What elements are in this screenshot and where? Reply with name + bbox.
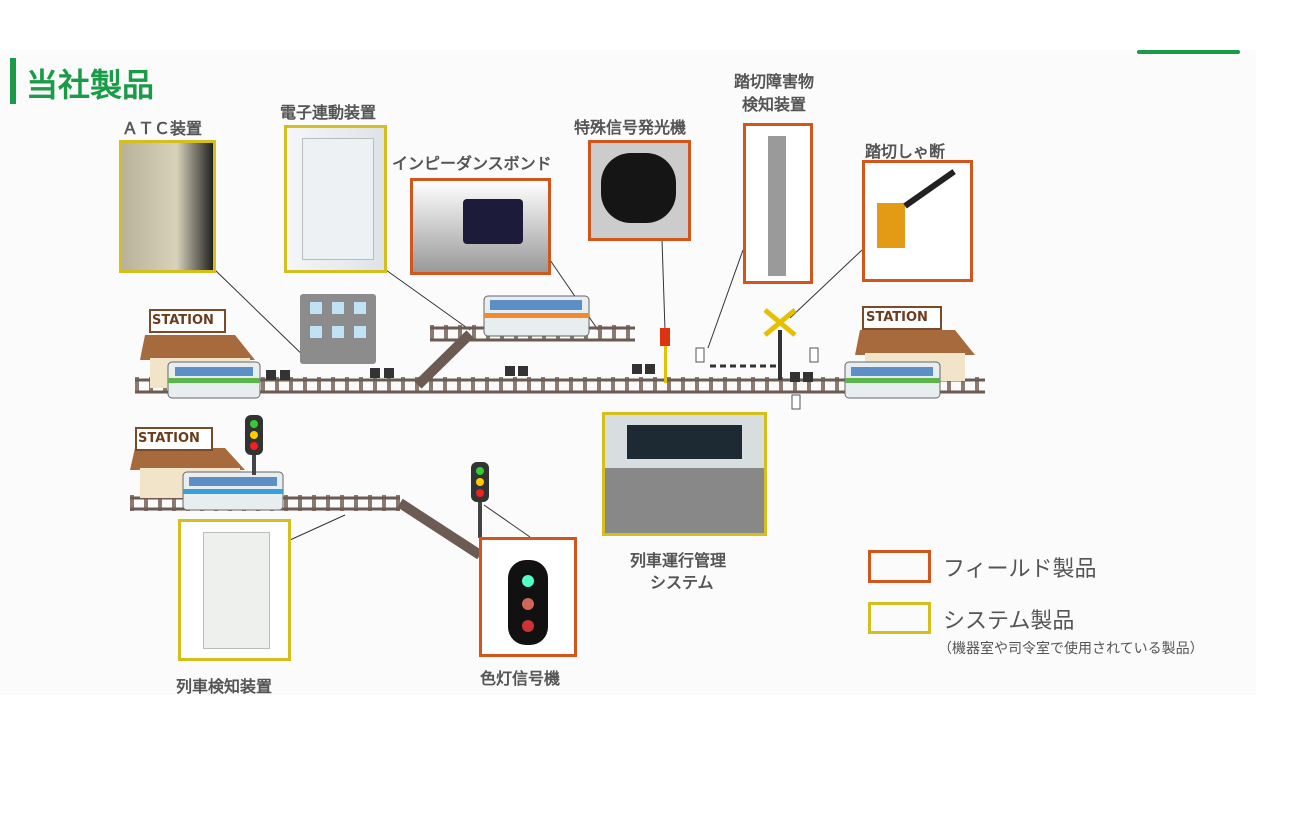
title-accent-bar — [10, 58, 16, 104]
crossing-barrier-photo — [862, 160, 973, 282]
legend-system-label: システム製品 — [943, 609, 1075, 634]
train-orange — [483, 295, 590, 337]
train-detection-photo — [178, 519, 291, 661]
label-color-light-signal: 色灯信号機 — [480, 669, 561, 688]
page-title: 当社製品 — [26, 66, 155, 104]
building-icon — [300, 294, 376, 364]
label-traffic-control-1: 列車運行管理 — [630, 551, 727, 570]
label-obstacle-detector-1: 踏切障害物 — [734, 72, 815, 91]
main-track — [135, 377, 985, 394]
crossing-gate — [695, 308, 819, 410]
label-impedance-bond: インピーダンスボンド — [392, 154, 552, 173]
special-signal-post — [660, 328, 670, 383]
obstacle-detector-photo — [743, 123, 813, 284]
siding-track — [414, 325, 635, 389]
legend-system-note: （機器室や司令室で使用されている製品） — [938, 641, 1204, 657]
leader-lines — [214, 239, 863, 541]
label-obstacle-detector-2: 検知装置 — [742, 95, 807, 114]
legend-field-swatch — [868, 550, 931, 583]
label-traffic-control-2: システム — [650, 573, 714, 592]
label-special-signal: 特殊信号発光機 — [574, 118, 687, 137]
station-sign: STATION — [138, 431, 200, 446]
trackside-devices — [266, 364, 813, 382]
legend-system-swatch — [868, 602, 931, 634]
legend-field-label: フィールド製品 — [943, 557, 1097, 582]
special-signal-photo — [588, 140, 691, 241]
train-green-left — [167, 361, 261, 399]
station-sign: STATION — [866, 310, 928, 325]
traffic-control-photo — [602, 412, 767, 536]
interlocking-photo — [284, 125, 387, 273]
atc-photo — [119, 140, 216, 273]
signal-lower-left — [245, 415, 263, 475]
label-interlocking: 電子連動装置 — [280, 103, 377, 122]
signal-lower-mid — [471, 462, 489, 538]
impedance-bond-photo — [410, 178, 551, 275]
train-green-right — [844, 361, 941, 399]
train-blue-lower — [182, 471, 284, 511]
label-atc: ＡＴＣ装置 — [122, 119, 203, 138]
label-crossing-barrier: 踏切しゃ断 — [865, 142, 946, 161]
label-train-detection: 列車検知装置 — [176, 677, 273, 696]
color-light-signal-photo — [479, 537, 577, 657]
station-sign: STATION — [152, 313, 214, 328]
top-right-green-line — [1137, 50, 1240, 54]
